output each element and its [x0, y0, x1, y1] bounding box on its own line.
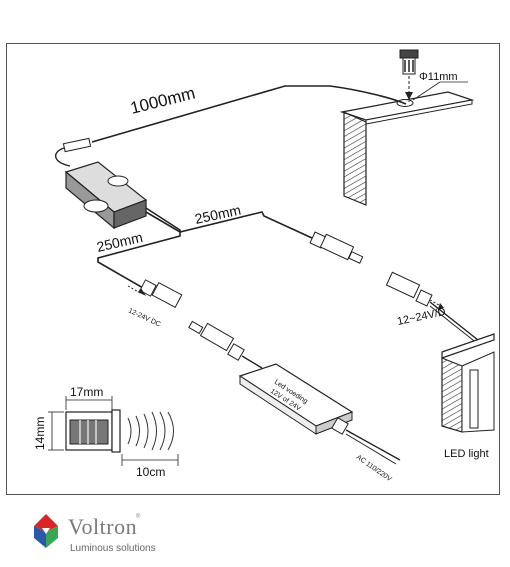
cable-main-label: 1000mm	[128, 83, 197, 117]
led-light-label: LED light	[444, 448, 489, 460]
led-cabinet-icon	[441, 333, 495, 433]
dc-plug-top-icon	[309, 231, 364, 264]
hole-diameter-label: Φ11mm	[419, 71, 458, 83]
female-connector-right-icon	[385, 271, 445, 309]
input-voltage-right-label: 12~24V/D	[396, 306, 447, 328]
brand-name: Voltron	[68, 514, 138, 539]
sensor-range-label: 10cm	[136, 465, 165, 479]
sensor-waves-icon	[127, 411, 174, 451]
power-driver-icon	[238, 363, 354, 435]
voltron-logo-icon	[34, 514, 58, 548]
female-connector-left-icon	[127, 279, 183, 308]
dc-plug-driver-icon	[188, 320, 245, 361]
cabinet-icon	[339, 91, 475, 206]
diagram-frame	[6, 43, 500, 495]
sensor-width-label: 17mm	[70, 385, 103, 399]
connector-icon	[55, 137, 92, 167]
mini-sensor-icon	[399, 49, 419, 102]
brand-tagline: Luminous solutions	[70, 543, 156, 554]
junction-box-icon	[64, 161, 148, 230]
brand-registered: ®	[136, 514, 141, 520]
input-voltage-left-label: 12-24V DC	[127, 307, 161, 328]
cable-branch-a-label: 250mm	[95, 229, 144, 255]
brand-block: Voltron ® Luminous solutions	[28, 512, 248, 562]
sensor-height-label: 14mm	[33, 417, 47, 450]
sensor-icon	[65, 409, 121, 453]
